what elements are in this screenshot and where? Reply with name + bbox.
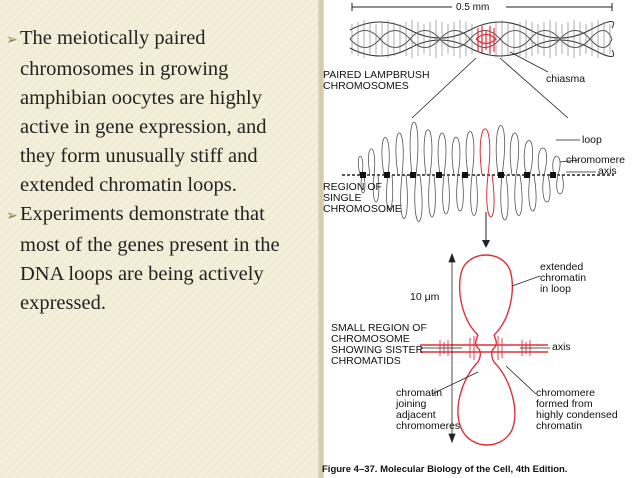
single-region-pointers (556, 139, 596, 173)
single-chromosome-label: REGION OF SINGLE CHROMOSOME (323, 181, 402, 215)
chromomere-formed-label: chromomere formed from highly condensed … (536, 387, 618, 432)
chromomere-dots (360, 172, 556, 178)
figure-caption: Figure 4–37. Molecular Biology of the Ce… (322, 464, 568, 475)
bullet-text-2: Experiments demonstrate that most of the… (20, 203, 280, 314)
panel-divider (318, 0, 324, 478)
chiasma-label: chiasma (546, 73, 586, 85)
loop-label: loop (582, 134, 602, 146)
single-region-highlight (479, 128, 495, 218)
bullet-text-1: The meiotically paired chromosomes in gr… (20, 27, 267, 196)
extended-chromatin-label: extended chromatin in loop (540, 261, 587, 295)
slide-text-panel: ➢The meiotically paired chromosomes in g… (0, 24, 300, 318)
bullet-paragraph-1: ➢The meiotically paired chromosomes in g… (6, 24, 300, 200)
micron-label: 10 μm (410, 291, 440, 303)
paired-chromosomes (349, 21, 615, 57)
chromomere-label: chromomere (566, 154, 625, 166)
bullet-paragraph-2: ➢Experiments demonstrate that most of th… (6, 200, 300, 318)
figure-panel (324, 0, 638, 478)
arrow-bullet-icon: ➢ (6, 209, 18, 224)
paired-chromosomes-label: PAIRED LAMPBRUSH CHROMOSOMES (323, 69, 430, 92)
chromatin-joining-label: chromatin joining adjacent chromomeres (396, 387, 461, 432)
expansion-lines (411, 57, 569, 119)
axis-label-bottom: axis (552, 341, 571, 353)
sister-chromatid-loops (420, 254, 548, 446)
bottom-pointers (420, 275, 550, 395)
sister-chromatids-label: SMALL REGION OF CHROMOSOME SHOWING SISTE… (331, 322, 427, 367)
axis-label-top: axis (598, 165, 617, 177)
chiasma-highlight (475, 26, 497, 54)
down-arrow-icon (482, 212, 490, 248)
scale-bar (351, 3, 613, 11)
chromosome-fuzz (351, 20, 611, 58)
chiasma-pointer (509, 51, 549, 73)
scale-label: 0.5 mm (456, 2, 490, 13)
arrow-bullet-icon: ➢ (6, 33, 18, 48)
